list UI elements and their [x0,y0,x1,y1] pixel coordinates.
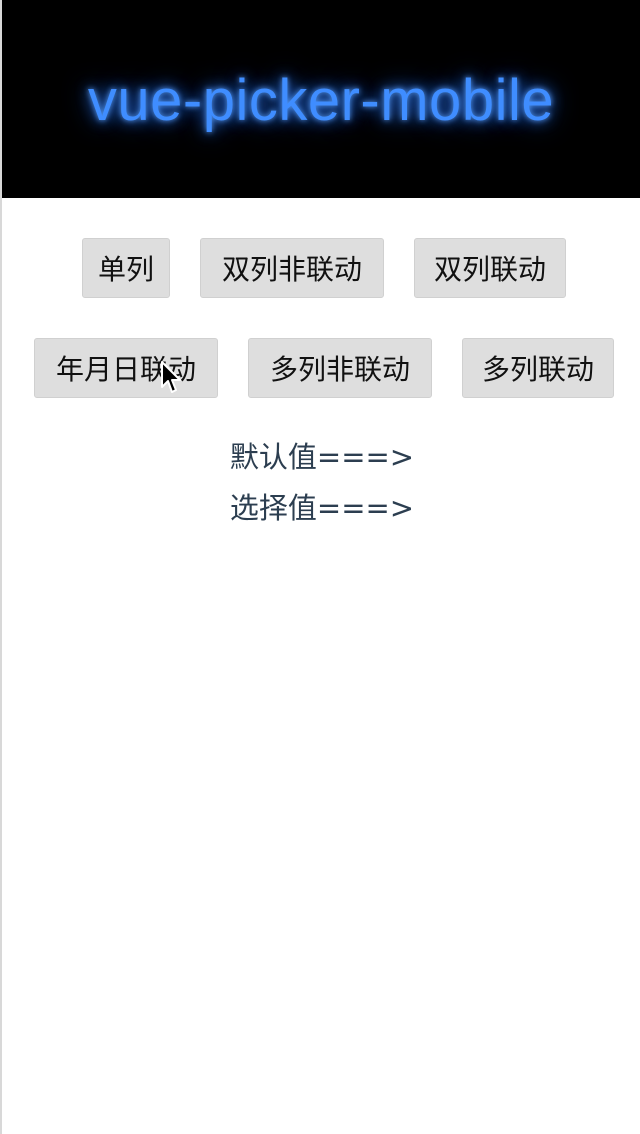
multi-column-unlinked-button[interactable]: 多列非联动 [248,338,432,398]
single-column-button[interactable]: 单列 [82,238,170,298]
header-banner: vue-picker-mobile [2,0,640,198]
default-value-label: 默认值===> [229,440,415,474]
default-value-line: 默认值===> [2,434,640,476]
multi-column-linked-button[interactable]: 多列联动 [462,338,614,398]
double-column-unlinked-button[interactable]: 双列非联动 [200,238,384,298]
year-month-day-linked-button[interactable]: 年月日联动 [34,338,218,398]
double-column-linked-button[interactable]: 双列联动 [414,238,566,298]
selected-value-label: 选择值===> [229,491,415,525]
app-title: vue-picker-mobile [87,67,555,133]
mouse-pointer-icon [161,361,181,393]
selected-value-line: 选择值===> [2,485,640,527]
